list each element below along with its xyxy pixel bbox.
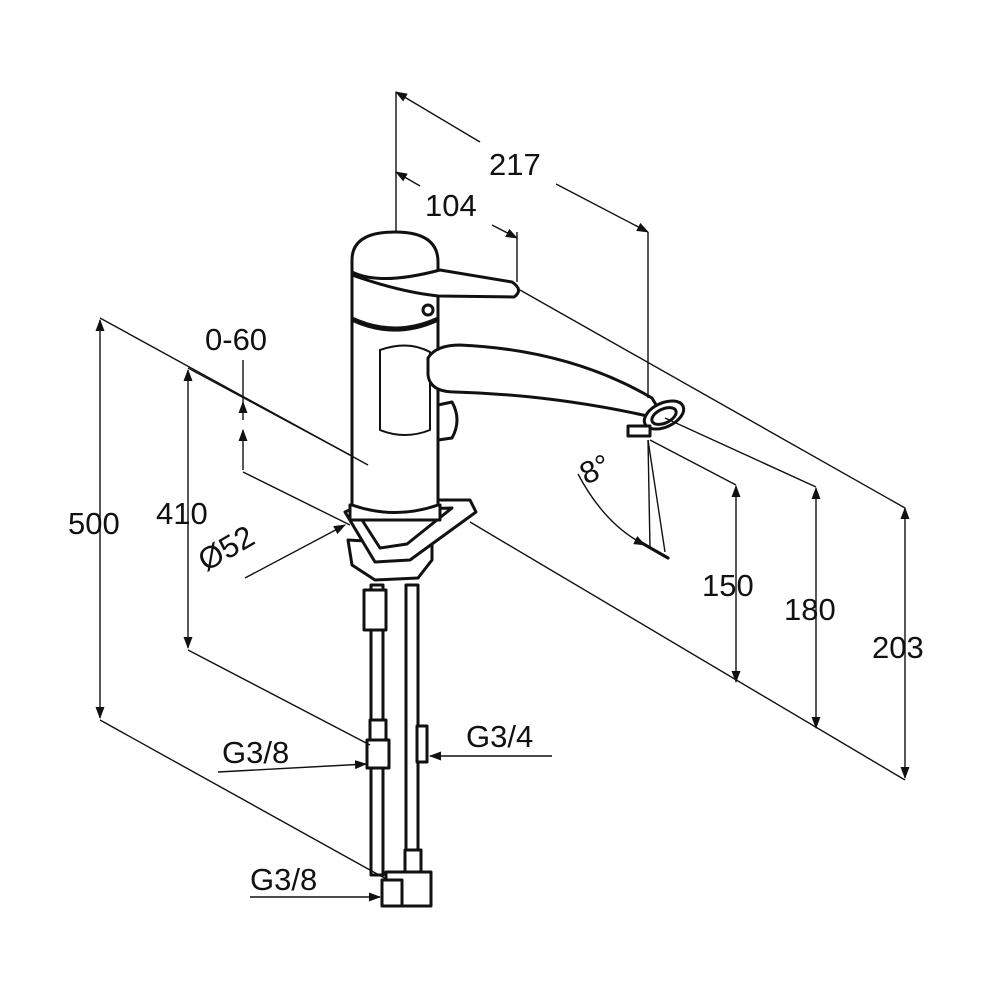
supply-hoses	[362, 583, 433, 908]
thread-g3-4: G3/4	[466, 719, 533, 754]
dimension-labels: 217 104 0-60 500 410 Ø52 8° 150 180 203 …	[68, 147, 924, 897]
faucet	[343, 230, 686, 908]
dim-410: 410	[156, 496, 208, 531]
dim-217: 217	[489, 147, 541, 182]
thread-g3-8-upper: G3/8	[222, 735, 289, 770]
dim-180: 180	[784, 592, 836, 627]
dim-104: 104	[425, 188, 477, 223]
dim-0-60: 0-60	[205, 322, 267, 357]
dimension-lines	[95, 91, 910, 902]
dim-angle-8: 8°	[574, 447, 616, 491]
spout	[426, 343, 686, 438]
faucet-body	[350, 316, 459, 514]
dim-203: 203	[872, 630, 924, 665]
thread-g3-8-lower: G3/8	[250, 862, 317, 897]
dim-150: 150	[702, 568, 754, 603]
lever-handle	[350, 230, 520, 330]
dim-500: 500	[68, 506, 120, 541]
